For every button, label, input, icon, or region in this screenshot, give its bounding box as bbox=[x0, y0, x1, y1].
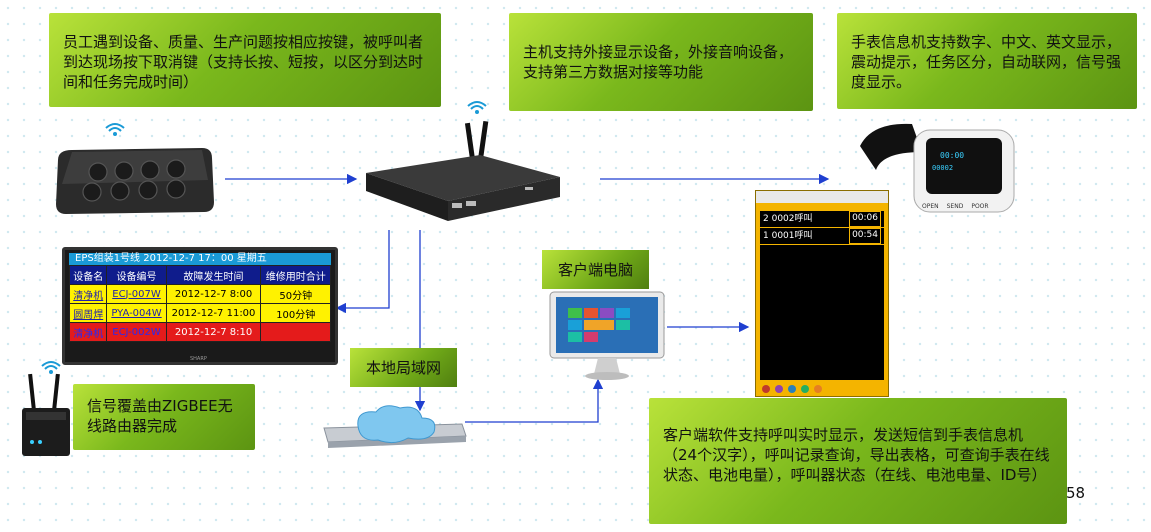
phone-titlebar bbox=[756, 191, 888, 203]
callout-client-software-text: 客户端软件支持呼叫实时显示，发送短信到手表信息机（24个汉字），呼叫记录查询，导… bbox=[663, 426, 1050, 484]
phone-app: 2 0002呼叫 00:06 1 0001呼叫 00:54 bbox=[755, 190, 889, 397]
phone-screen: 2 0002呼叫 00:06 1 0001呼叫 00:54 bbox=[760, 211, 884, 380]
host-box bbox=[366, 120, 560, 221]
call-button-device bbox=[56, 148, 214, 214]
led-board-table: 设备名 设备编号 故障发生时间 维修用时合计 清净机 ECJ-007W 2012… bbox=[68, 265, 331, 342]
list-item[interactable]: 2 0002呼叫 00:06 bbox=[760, 211, 884, 228]
cell-name: 圆周焊 bbox=[68, 303, 108, 323]
cell-name: 清净机 bbox=[68, 322, 108, 342]
wifi-icon bbox=[41, 361, 61, 374]
watch-button-open: OPEN bbox=[922, 203, 939, 210]
list-item[interactable]: 1 0001呼叫 00:54 bbox=[760, 228, 884, 245]
cell-time: 2012-12-7 8:00 bbox=[165, 284, 262, 304]
svg-text:00002: 00002 bbox=[932, 164, 953, 172]
cell-name: 清净机 bbox=[68, 284, 108, 304]
toolbar-dot-icon[interactable] bbox=[775, 385, 783, 393]
toolbar-dot-icon[interactable] bbox=[801, 385, 809, 393]
led-board-header: EPS组装1号线 2012-12-7 17：00 星期五 bbox=[69, 253, 331, 265]
toolbar-dot-icon[interactable] bbox=[788, 385, 796, 393]
call-time: 00:06 bbox=[849, 211, 881, 227]
led-board: EPS组装1号线 2012-12-7 17：00 星期五 设备名 设备编号 故障… bbox=[62, 247, 338, 365]
callout-zigbee: 信号覆盖由ZIGBEE无线路由器完成 bbox=[73, 384, 255, 450]
callout-host: 主机支持外接显示设备，外接音响设备，支持第三方数据对接等功能 bbox=[509, 13, 813, 111]
cell-total: 50分钟 bbox=[260, 284, 331, 304]
wifi-icon bbox=[467, 101, 487, 114]
callout-client-software: 客户端软件支持呼叫实时显示，发送短信到手表信息机（24个汉字），呼叫记录查询，导… bbox=[649, 398, 1067, 524]
cell-time: 2012-12-7 8:10 bbox=[165, 322, 262, 342]
svg-text:00:00: 00:00 bbox=[940, 151, 964, 160]
wifi-icon bbox=[105, 123, 125, 136]
table-row: 圆周焊 PYA-004W 2012-12-7 11:00 100分钟 bbox=[68, 303, 331, 323]
label-client-pc: 客户端电脑 bbox=[541, 250, 650, 289]
label-lan: 本地局域网 bbox=[349, 348, 458, 387]
callout-watch-text: 手表信息机支持数字、中文、英文显示，震动提示，任务区分，自动联网，信号强度显示。 bbox=[851, 33, 1122, 91]
callout-employee-text: 员工遇到设备、质量、生产问题按相应按键，被呼叫者到达现场按下取消键（支持长按、短… bbox=[63, 33, 424, 91]
callout-watch: 手表信息机支持数字、中文、英文显示，震动提示，任务区分，自动联网，信号强度显示。 bbox=[837, 13, 1137, 109]
call-label: 1 0001呼叫 bbox=[763, 231, 813, 241]
arrow-lan-to-pc bbox=[465, 378, 604, 423]
cell-total bbox=[260, 322, 331, 342]
cell-time: 2012-12-7 11:00 bbox=[165, 303, 262, 323]
callout-host-text: 主机支持外接显示设备，外接音响设备，支持第三方数据对接等功能 bbox=[523, 43, 794, 81]
cell-code: ECJ-002W bbox=[106, 322, 167, 342]
led-col-header: 故障发生时间 bbox=[165, 265, 262, 285]
toolbar-dot-icon[interactable] bbox=[814, 385, 822, 393]
led-col-header: 维修用时合计 bbox=[260, 265, 331, 285]
cell-code: PYA-004W bbox=[106, 303, 167, 323]
led-col-header: 设备名 bbox=[68, 265, 108, 285]
cell-total: 100分钟 bbox=[260, 303, 331, 323]
call-time: 00:54 bbox=[849, 228, 881, 244]
lan-cloud bbox=[323, 405, 467, 448]
arrow-host-to-tv bbox=[335, 230, 390, 314]
page-number: 58 bbox=[1066, 484, 1086, 502]
led-col-header: 设备编号 bbox=[106, 265, 167, 285]
tv-brand: SHARP bbox=[190, 356, 207, 362]
phone-toolbar bbox=[762, 385, 822, 393]
zigbee-router bbox=[22, 373, 70, 456]
cell-code: ECJ-007W bbox=[106, 284, 167, 304]
call-label: 2 0002呼叫 bbox=[763, 214, 813, 224]
table-row: 清净机 ECJ-007W 2012-12-7 8:00 50分钟 bbox=[68, 284, 331, 304]
callout-employee: 员工遇到设备、质量、生产问题按相应按键，被呼叫者到达现场按下取消键（支持长按、短… bbox=[49, 13, 441, 107]
toolbar-dot-icon[interactable] bbox=[762, 385, 770, 393]
desktop-pc bbox=[549, 291, 665, 380]
callout-zigbee-text: 信号覆盖由ZIGBEE无线路由器完成 bbox=[87, 397, 233, 435]
table-row: 清净机 ECJ-002W 2012-12-7 8:10 bbox=[68, 322, 331, 342]
